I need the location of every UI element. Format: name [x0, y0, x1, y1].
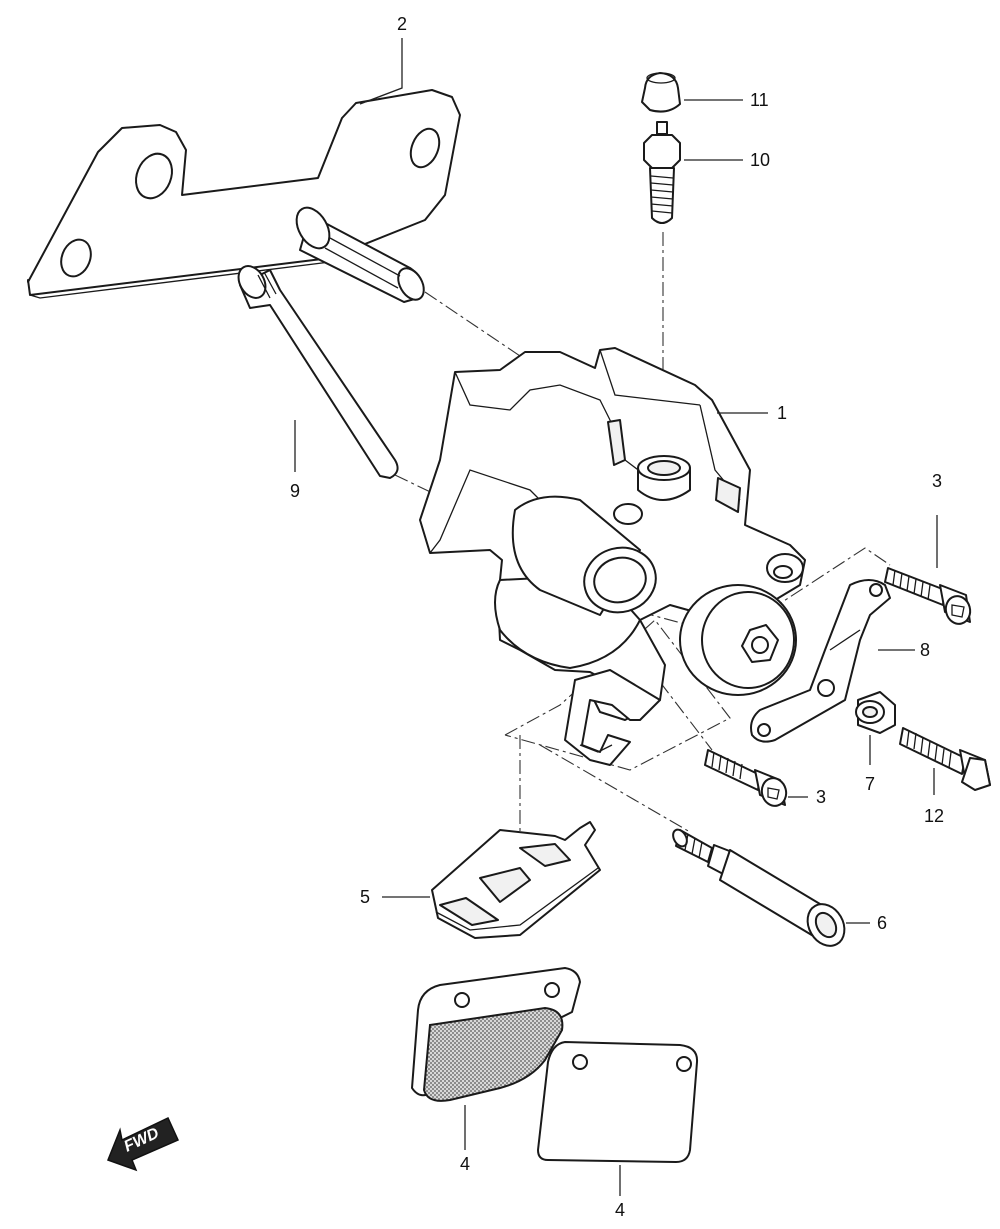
- brake-pad-part-4-back: [411, 967, 581, 1102]
- callout-1: 1: [777, 403, 787, 423]
- callout-7: 7: [865, 774, 875, 794]
- callout-9: 9: [290, 481, 300, 501]
- callout-10: 10: [750, 150, 770, 170]
- caliper-body-part-1: [419, 347, 806, 766]
- nut-part-7: [855, 691, 896, 734]
- screw-part-3-lower: [704, 749, 788, 807]
- callout-3-upper: 3: [932, 471, 942, 491]
- sleeve-pin-part-6: [672, 828, 846, 947]
- callout-2: 2: [397, 14, 407, 34]
- pad-spring-part-5: [431, 821, 601, 939]
- bleeder-cap-part-11: [641, 72, 681, 113]
- callout-4-back: 4: [460, 1154, 470, 1174]
- callout-8: 8: [920, 640, 930, 660]
- callout-6: 6: [877, 913, 887, 933]
- caliper-bracket-part-2: [27, 89, 461, 303]
- brake-pad-part-4-front: [537, 1041, 699, 1163]
- lever-part-8: [750, 579, 891, 743]
- leader-lines: [294, 38, 938, 1196]
- bolt-part-12: [899, 727, 991, 791]
- fwd-arrow-icon: FWD: [107, 1116, 179, 1172]
- callout-5: 5: [360, 887, 370, 907]
- callout-11: 11: [750, 90, 769, 110]
- callout-12: 12: [924, 806, 944, 826]
- callout-4-front: 4: [615, 1200, 625, 1220]
- callout-numbers: 2 11 10 1 9 3 8 7 12 3 5 6 4 4: [290, 14, 944, 1220]
- screw-part-3-upper: [884, 567, 972, 625]
- bleeder-screw-part-10: [643, 121, 681, 224]
- slide-pin-part-9: [237, 265, 399, 479]
- callout-3-lower: 3: [816, 787, 826, 807]
